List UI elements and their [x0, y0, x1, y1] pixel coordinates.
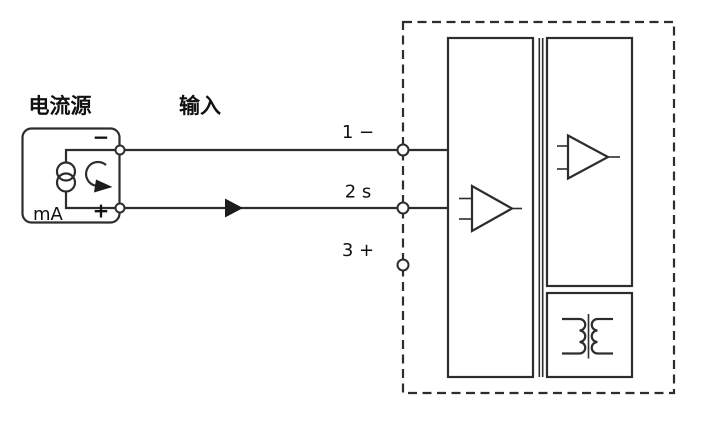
device-dashed-outline	[401, 20, 676, 395]
current-source-symbol-icon	[55, 161, 77, 193]
current-arrow-arc	[84, 160, 107, 187]
device-terminal-dot-3	[396, 258, 410, 272]
source-terminal-dot-minus	[114, 144, 126, 156]
power-supply-box	[545, 291, 634, 379]
source-plus-sign: +	[93, 199, 110, 223]
output-amp-triangle	[566, 133, 611, 181]
terminal-3-label: 3 +	[342, 240, 374, 261]
device-terminal-dot-1	[396, 143, 410, 157]
source-minus-sign: −	[93, 125, 110, 149]
input-stage-box	[446, 36, 535, 379]
output-stage-box	[545, 36, 634, 288]
transformer-winding-right	[590, 317, 598, 355]
input-amplifier-icon	[459, 184, 522, 233]
current-direction-arrow-icon	[84, 160, 113, 193]
source-circle-bottom	[55, 172, 77, 193]
current-source-label: 电流源	[29, 94, 92, 118]
signal-flow-arrow-icon	[225, 198, 243, 218]
source-loop-bottom-wire	[64, 191, 119, 210]
source-loop-top-wire	[64, 148, 119, 163]
terminal-1-label: 1 −	[342, 122, 374, 143]
transformer-winding-left	[579, 317, 587, 355]
input-amp-triangle	[470, 184, 515, 233]
terminal-2-label: 2 s	[345, 182, 372, 203]
source-terminal-dot-plus	[114, 202, 126, 214]
input-label: 输入	[179, 94, 221, 118]
output-amplifier-icon	[557, 133, 620, 181]
transformer-icon	[562, 314, 613, 359]
ma-unit-label: mA	[33, 204, 64, 225]
source-circle-top	[55, 161, 77, 182]
current-arrow-head	[94, 179, 113, 193]
device-terminal-dot-2	[396, 201, 410, 215]
